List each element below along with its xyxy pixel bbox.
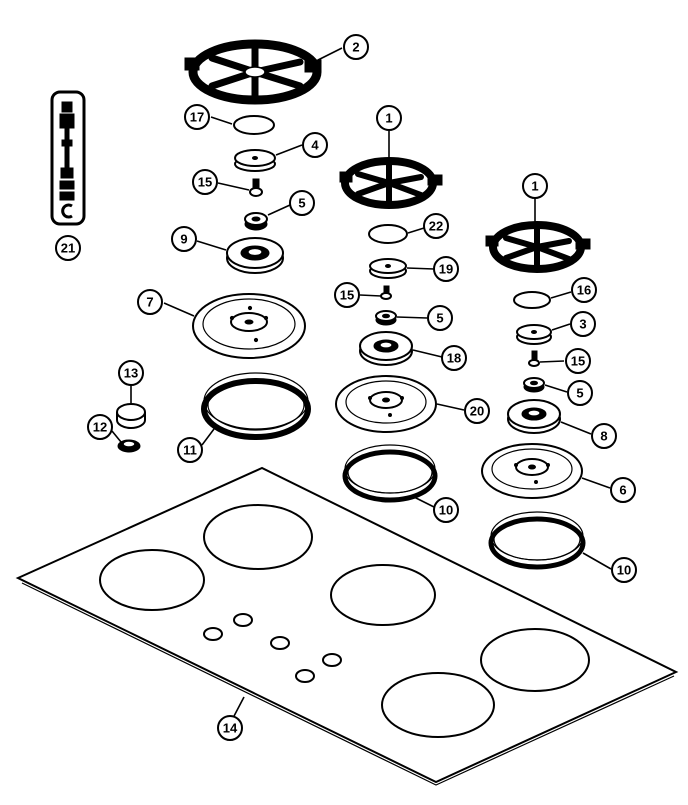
svg-text:14: 14 <box>223 721 238 736</box>
svg-text:1: 1 <box>385 111 392 126</box>
callout-14: 14 <box>217 715 243 741</box>
igniter-electrode <box>380 285 392 300</box>
callout-8: 8 <box>591 423 617 449</box>
callout-3: 3 <box>570 311 596 337</box>
burner-grate <box>339 157 443 209</box>
callout-15: 15 <box>565 348 591 374</box>
callout-11: 11 <box>177 437 203 463</box>
trim-ring <box>342 444 438 503</box>
svg-text:22: 22 <box>429 219 443 234</box>
callout-20: 20 <box>464 398 490 424</box>
burner-seal <box>233 115 275 135</box>
svg-text:5: 5 <box>576 386 583 401</box>
burner-base <box>359 331 413 366</box>
burner-opening <box>381 672 495 738</box>
gas-valve-assembly <box>50 90 86 226</box>
knob-hole <box>203 627 223 641</box>
burner-opening <box>480 628 590 692</box>
svg-text:15: 15 <box>571 354 585 369</box>
svg-text:10: 10 <box>617 563 631 578</box>
callout-16: 16 <box>571 277 597 303</box>
callout-10: 10 <box>611 557 637 583</box>
svg-text:8: 8 <box>600 429 607 444</box>
trim-ring <box>201 372 311 440</box>
callout-7: 7 <box>137 289 163 315</box>
callout-19: 19 <box>433 256 459 282</box>
svg-text:1: 1 <box>531 179 538 194</box>
callout-5: 5 <box>289 190 315 216</box>
callout-6: 6 <box>610 477 636 503</box>
burner-opening <box>99 549 205 611</box>
cooktop-panel <box>15 466 679 786</box>
knob-hole <box>322 653 342 667</box>
burner-cap <box>369 258 407 279</box>
callout-5: 5 <box>567 380 593 406</box>
burner-bowl <box>481 443 583 499</box>
callout-4: 4 <box>302 132 328 158</box>
burner-opening <box>203 504 313 570</box>
svg-text:16: 16 <box>577 283 591 298</box>
control-knob <box>116 403 146 429</box>
burner-grate <box>485 221 591 273</box>
svg-text:20: 20 <box>470 404 484 419</box>
callout-21: 21 <box>55 235 81 261</box>
svg-text:19: 19 <box>439 262 453 277</box>
callout-5: 5 <box>427 305 453 331</box>
callout-15: 15 <box>192 169 218 195</box>
knob-bezel <box>117 439 141 453</box>
svg-text:15: 15 <box>198 175 212 190</box>
svg-text:7: 7 <box>146 295 153 310</box>
burner-base <box>507 399 561 434</box>
callout-18: 18 <box>441 345 467 371</box>
burner-cap <box>516 324 552 345</box>
callout-1: 1 <box>522 173 548 199</box>
svg-text:15: 15 <box>340 288 354 303</box>
igniter-electrode <box>249 178 263 197</box>
burner-bowl <box>335 375 437 433</box>
callout-13: 13 <box>118 360 144 386</box>
svg-text:10: 10 <box>439 503 453 518</box>
leader-lines <box>111 47 612 719</box>
svg-text:11: 11 <box>183 443 197 458</box>
svg-text:17: 17 <box>190 110 204 125</box>
knob-hole <box>233 613 253 627</box>
burner-cap <box>234 149 276 172</box>
knob-hole <box>270 636 290 650</box>
callout-17: 17 <box>184 104 210 130</box>
svg-text:9: 9 <box>180 232 187 247</box>
igniter-electrode <box>528 350 540 367</box>
callout-2: 2 <box>343 34 369 60</box>
callout-22: 22 <box>423 213 449 239</box>
svg-text:3: 3 <box>579 317 586 332</box>
svg-text:21: 21 <box>61 241 75 256</box>
burner-opening <box>330 564 436 626</box>
trim-ring <box>488 511 586 570</box>
burner-seal <box>368 224 408 244</box>
svg-text:4: 4 <box>311 138 319 153</box>
callout-9: 9 <box>171 226 197 252</box>
callout-15: 15 <box>334 282 360 308</box>
knob-hole <box>295 669 315 683</box>
burner-seal <box>513 291 551 309</box>
orifice-holder <box>244 212 268 231</box>
svg-text:5: 5 <box>298 196 305 211</box>
burner-base <box>226 237 284 274</box>
svg-text:12: 12 <box>93 420 107 435</box>
svg-text:6: 6 <box>619 483 626 498</box>
callout-10: 10 <box>433 497 459 523</box>
svg-text:13: 13 <box>124 366 138 381</box>
svg-text:5: 5 <box>436 311 443 326</box>
burner-grate <box>184 39 322 105</box>
orifice-holder <box>375 310 397 326</box>
callout-1: 1 <box>376 105 402 131</box>
orifice-holder <box>523 377 545 393</box>
callout-12: 12 <box>87 414 113 440</box>
svg-text:2: 2 <box>352 40 359 55</box>
svg-text:18: 18 <box>447 351 461 366</box>
burner-bowl <box>192 293 306 359</box>
